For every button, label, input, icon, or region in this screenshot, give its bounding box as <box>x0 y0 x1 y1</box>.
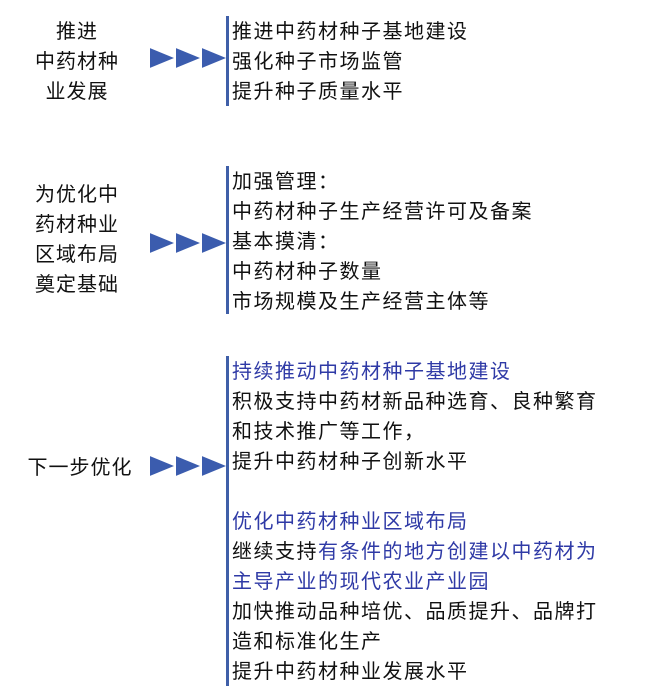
list-item-highlight: 持续推动中药材种子基地建设 <box>232 359 512 383</box>
arrow-icon <box>202 233 226 253</box>
list-item: 基本摸清： <box>232 229 340 253</box>
arrow-icon <box>202 456 226 476</box>
section-1-items: 推进中药材种子基地建设 强化种子市场监管 提升种子质量水平 <box>232 16 652 106</box>
list-item: 市场规模及生产经营主体等 <box>232 289 490 313</box>
list-item-highlight: 主导产业的现代农业产业园 <box>232 569 490 593</box>
section-3-label: 下一步优化 <box>10 452 150 482</box>
list-item: 提升中药材种业发展水平 <box>232 659 469 683</box>
label-line: 奠定基础 <box>35 272 119 296</box>
label-line: 为优化中 <box>35 182 119 206</box>
list-item: 造和标准化生产 <box>232 629 383 653</box>
list-item: 提升种子质量水平 <box>232 79 404 103</box>
list-item-mixed: 继续支持有条件的地方创建以中药材为 <box>232 536 652 566</box>
list-item: 推进中药材种子基地建设 <box>232 19 469 43</box>
section-1-label: 推进 中药材种 业发展 <box>14 16 140 106</box>
triple-arrow-icon <box>150 232 226 256</box>
section-2: 为优化中 药材种业 区域布局 奠定基础 加强管理： 中药材种子生产经营许可及备案… <box>0 164 658 314</box>
label-line: 业发展 <box>45 79 109 103</box>
label-line: 药材种业 <box>35 212 119 236</box>
arrow-icon <box>150 233 174 253</box>
bracket-line <box>226 356 229 686</box>
list-item: 和技术推广等工作， <box>232 419 426 443</box>
label-line: 区域布局 <box>35 242 119 266</box>
triple-arrow-icon <box>150 47 226 71</box>
section-3: 下一步优化 持续推动中药材种子基地建设 积极支持中药材新品种选育、良种繁育 和技… <box>0 354 658 690</box>
arrow-icon <box>176 48 200 68</box>
arrow-icon <box>176 233 200 253</box>
list-item: 积极支持中药材新品种选育、良种繁育 <box>232 389 598 413</box>
list-item-highlight: 优化中药材种业区域布局 <box>232 509 469 533</box>
bracket-line <box>226 16 229 106</box>
arrow-icon <box>176 456 200 476</box>
list-item: 中药材种子生产经营许可及备案 <box>232 199 533 223</box>
bracket-line <box>226 166 229 314</box>
list-item: 强化种子市场监管 <box>232 49 404 73</box>
triple-arrow-icon <box>150 455 226 479</box>
arrow-icon <box>150 456 174 476</box>
section-3-items: 持续推动中药材种子基地建设 积极支持中药材新品种选育、良种繁育 和技术推广等工作… <box>232 356 652 686</box>
arrow-icon <box>150 48 174 68</box>
list-item: 加强管理： <box>232 169 340 193</box>
arrow-icon <box>202 48 226 68</box>
section-2-items: 加强管理： 中药材种子生产经营许可及备案 基本摸清： 中药材种子数量 市场规模及… <box>232 166 652 316</box>
label-line: 下一步优化 <box>27 455 133 479</box>
list-item-text: 继续支持 <box>232 539 318 563</box>
section-1: 推进 中药材种 业发展 推进中药材种子基地建设 强化种子市场监管 提升种子质量水… <box>0 14 658 114</box>
section-2-label: 为优化中 药材种业 区域布局 奠定基础 <box>14 179 140 299</box>
list-item: 提升中药材种子创新水平 <box>232 449 469 473</box>
list-item-highlight: 有条件的地方创建以中药材为 <box>318 539 598 563</box>
label-line: 推进 <box>56 19 98 43</box>
spacer <box>232 476 652 506</box>
list-item: 中药材种子数量 <box>232 259 383 283</box>
list-item: 加快推动品种培优、品质提升、品牌打 <box>232 599 598 623</box>
label-line: 中药材种 <box>35 49 119 73</box>
